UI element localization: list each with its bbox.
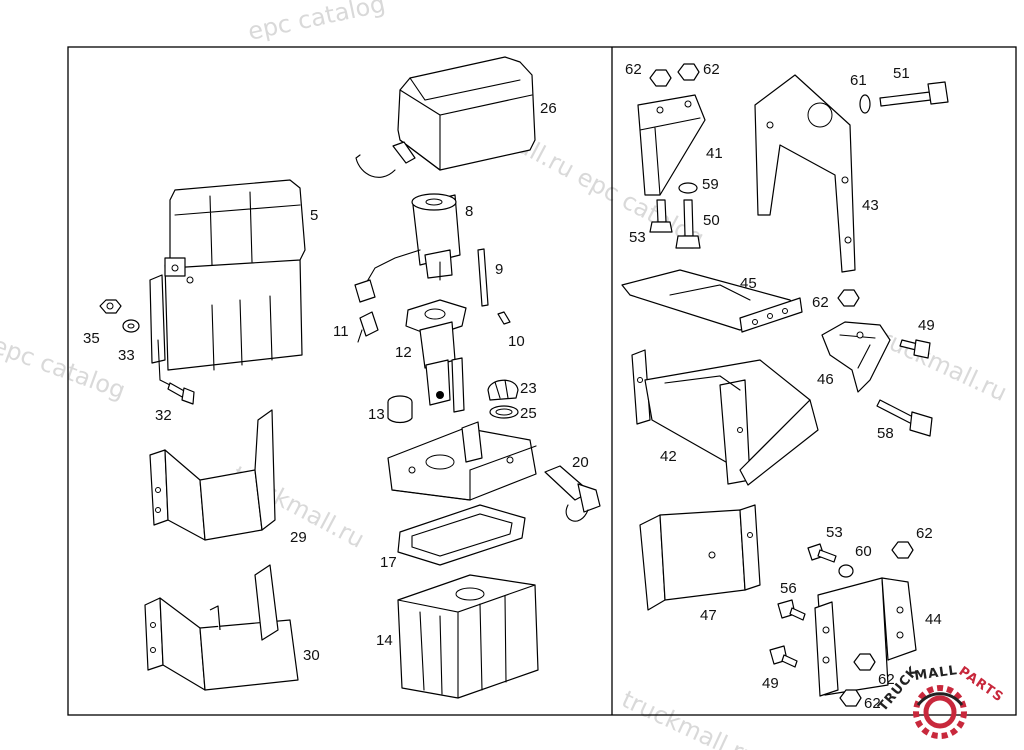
logo-text-mall: MALL — [913, 663, 958, 684]
callout-33: 33 — [118, 347, 135, 364]
callout-62-top-right: 62 — [703, 61, 720, 78]
callout-17: 17 — [380, 554, 397, 571]
part-8-pump-motor — [354, 193, 461, 303]
callout-46: 46 — [817, 371, 834, 388]
callout-44: 44 — [925, 611, 942, 628]
part-62-nut-lower-mid — [853, 653, 876, 671]
callout-61: 61 — [850, 72, 867, 89]
watermark-left: epc catalog — [0, 331, 129, 405]
callout-42: 42 — [660, 448, 677, 465]
callout-41: 41 — [706, 145, 723, 162]
logo-text-parts: PARTS — [956, 664, 1006, 706]
callout-59: 59 — [702, 176, 719, 193]
callout-47: 47 — [700, 607, 717, 624]
callout-43: 43 — [862, 197, 879, 214]
callout-49-mid: 49 — [918, 317, 935, 334]
part-61-washer — [859, 94, 871, 114]
part-12-valve-block — [405, 299, 467, 413]
part-62-nut-lower-right — [891, 541, 914, 559]
callout-62-lower-mid: 62 — [878, 671, 895, 688]
callout-5: 5 — [310, 207, 318, 224]
part-14-reservoir — [397, 574, 539, 699]
gear-icon — [913, 685, 967, 739]
callout-62-mid: 62 — [812, 294, 829, 311]
part-9-rod — [477, 248, 489, 307]
part-47-bracket — [639, 504, 761, 611]
callout-53-upper: 53 — [629, 229, 646, 246]
callout-23: 23 — [520, 380, 537, 397]
part-29-cover — [149, 409, 276, 541]
watermark-top: epc catalog — [245, 0, 387, 46]
callout-51: 51 — [893, 65, 910, 82]
truckmall-parts-logo: TRUCK MALL PARTS — [876, 663, 1006, 739]
callout-56: 56 — [780, 580, 797, 597]
part-62-nut-top-right — [677, 63, 700, 81]
callout-49-lower: 49 — [762, 675, 779, 692]
part-17-gasket — [397, 504, 526, 566]
callout-10: 10 — [508, 333, 525, 350]
part-58-bolt — [876, 399, 933, 437]
part-30-lower-bracket — [144, 564, 299, 691]
part-49-bolt-mid — [899, 339, 931, 359]
diagram-frame — [67, 46, 1017, 716]
part-5-battery-box — [149, 179, 306, 371]
callout-11: 11 — [333, 323, 349, 340]
callout-58: 58 — [877, 425, 894, 442]
callout-29: 29 — [290, 529, 307, 546]
watermark-right: truckmall.ru — [867, 320, 1011, 407]
callout-62-bottom: 62 — [864, 695, 881, 712]
callout-13: 13 — [368, 406, 385, 423]
callout-50: 50 — [703, 212, 720, 229]
part-50-bolt — [675, 199, 701, 249]
part-62-nut-bottom — [839, 689, 862, 707]
part-56-bolt — [777, 599, 806, 621]
part-49-bolt-lower — [769, 645, 798, 668]
part-42-tray-bracket — [631, 349, 819, 486]
part-35-nut — [99, 299, 122, 314]
part-10-pin — [497, 311, 511, 325]
part-59-washer — [678, 182, 698, 194]
part-53-bolt — [649, 199, 673, 233]
callout-20: 20 — [572, 454, 589, 471]
part-23-cap — [487, 379, 519, 401]
callout-26: 26 — [540, 100, 557, 117]
part-25-seal — [489, 405, 519, 419]
part-11-connector — [357, 311, 379, 343]
callout-62-lower-right: 62 — [916, 525, 933, 542]
callout-25: 25 — [520, 405, 537, 422]
part-60-washer — [838, 564, 854, 578]
part-26-upper-cover — [355, 56, 536, 178]
part-46-bracket — [821, 321, 891, 393]
part-43-plate — [754, 74, 856, 273]
callout-8: 8 — [465, 203, 473, 220]
callout-9: 9 — [495, 261, 503, 278]
part-13-plug — [387, 395, 413, 424]
callout-35: 35 — [83, 330, 100, 347]
part-reservoir-cover — [387, 421, 537, 501]
part-45-plate — [621, 269, 803, 333]
callout-60: 60 — [855, 543, 872, 560]
callout-45: 45 — [740, 275, 757, 292]
part-51-bolt — [879, 81, 949, 107]
callout-32: 32 — [155, 407, 172, 424]
callout-12: 12 — [395, 344, 412, 361]
callout-62-top-left: 62 — [625, 61, 642, 78]
part-53-bolt-lower — [807, 543, 837, 563]
watermark-bottom-right: truckmall.ru — [617, 685, 761, 750]
callout-14: 14 — [376, 632, 393, 649]
part-32-bolt — [157, 339, 195, 405]
part-41-bracket — [637, 94, 706, 196]
part-62-nut-top-left — [649, 69, 672, 87]
part-20-valve — [544, 465, 601, 522]
callout-labels: 5 8 9 10 11 12 13 14 17 20 23 25 26 29 3… — [83, 61, 942, 712]
part-62-nut-mid — [837, 289, 860, 307]
callout-53-lower: 53 — [826, 524, 843, 541]
callout-30: 30 — [303, 647, 320, 664]
part-33-washer — [122, 319, 140, 333]
